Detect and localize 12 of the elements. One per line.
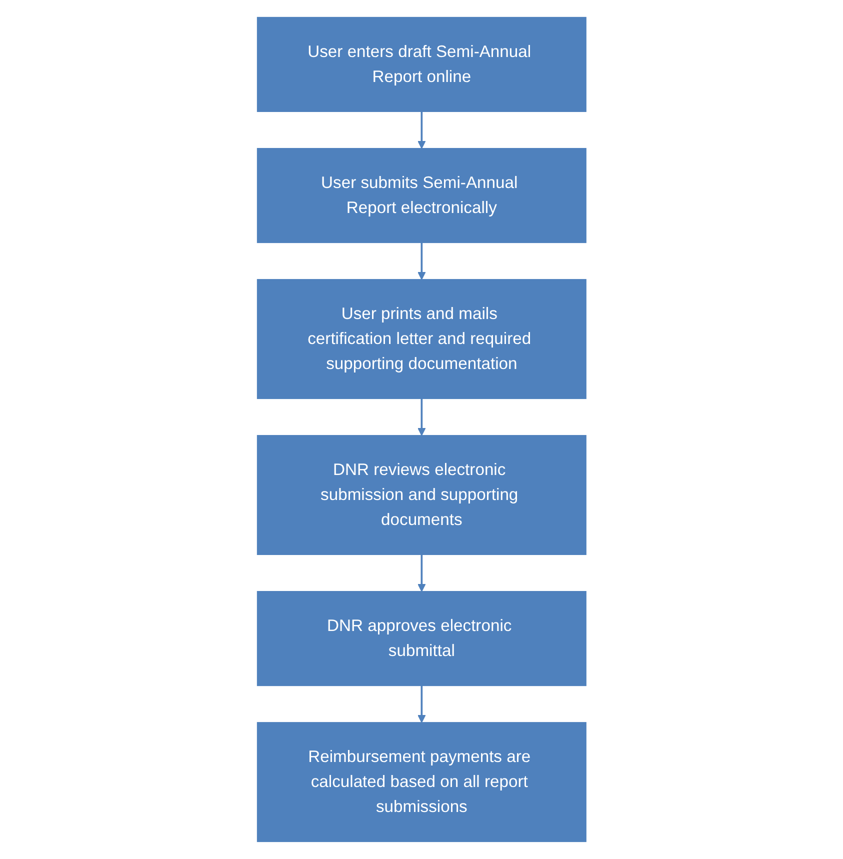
arrow xyxy=(417,398,426,436)
node-box xyxy=(256,722,586,842)
node-box xyxy=(256,16,586,112)
node-box xyxy=(256,435,586,556)
arrow xyxy=(417,554,426,592)
node-box xyxy=(256,591,586,686)
flowchart-diagram: User enters draft Semi-Annual Report online User submits Semi-Annual Report electronically User prints and mails certification letter and required supporting documentation DNR reviews electronic submission and supporting documents DNR approves electronic submittal Reimbursement payments are calculated based on all report submissions xyxy=(250,10,594,849)
arrow xyxy=(417,686,426,723)
node-box xyxy=(256,148,586,244)
arrow xyxy=(417,112,426,149)
node-box xyxy=(256,279,586,400)
arrow xyxy=(417,242,426,280)
